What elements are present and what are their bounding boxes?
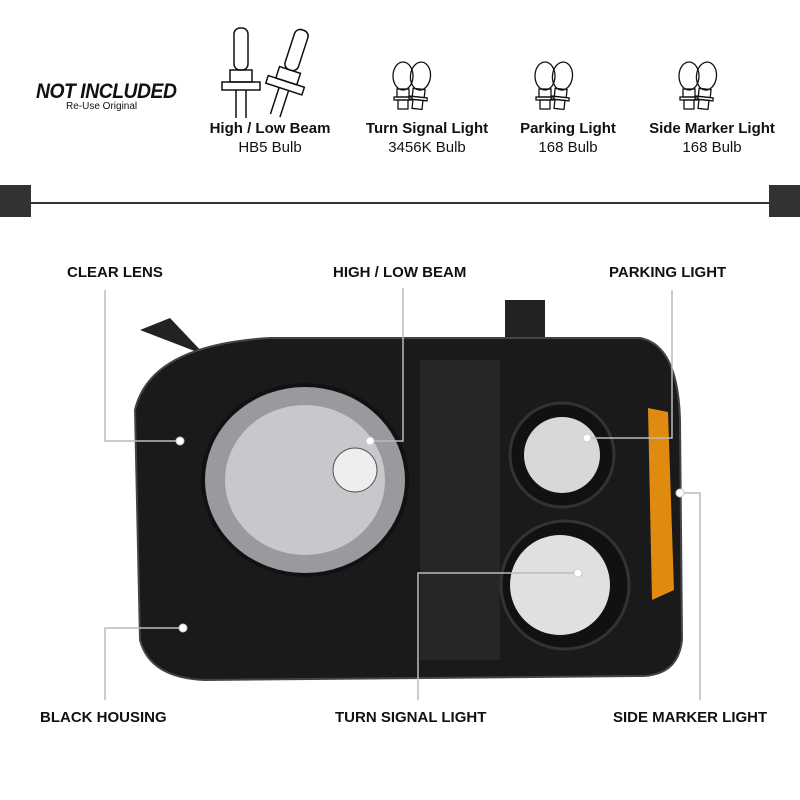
wedge-bulb-icon bbox=[678, 61, 718, 111]
bulb-name: Turn Signal Light bbox=[365, 120, 489, 137]
bulb-spec-turn-signal: Turn Signal Light 3456K Bulb bbox=[342, 120, 512, 156]
callout-clear-lens: CLEAR LENS bbox=[67, 264, 163, 281]
callout-lines bbox=[104, 288, 701, 700]
bulb-type: 168 Bulb bbox=[538, 139, 598, 156]
bulb-type: HB5 Bulb bbox=[238, 139, 302, 156]
callout-parking-light: PARKING LIGHT bbox=[609, 264, 727, 281]
callout-black-housing: BLACK HOUSING bbox=[40, 709, 167, 726]
bulb-name: High / Low Beam bbox=[209, 120, 331, 137]
callout-turn-signal-light: TURN SIGNAL LIGHT bbox=[335, 709, 487, 726]
wedge-bulb-icon bbox=[392, 61, 432, 111]
halogen-bulb-icon bbox=[221, 27, 309, 118]
not-included-subtitle: Re-Use Original bbox=[66, 101, 138, 112]
wedge-bulb-icon bbox=[534, 61, 574, 111]
section-divider bbox=[0, 185, 800, 217]
bulb-spec-side-marker: Side Marker Light 168 Bulb bbox=[627, 120, 797, 156]
headlight-image bbox=[133, 300, 684, 682]
bulb-spec-parking: Parking Light 168 Bulb bbox=[483, 120, 653, 156]
bulb-type: 3456K Bulb bbox=[388, 139, 466, 156]
callout-high-low-beam: HIGH / LOW BEAM bbox=[333, 264, 467, 281]
bulb-spec-high-low-beam: High / Low Beam HB5 Bulb bbox=[185, 120, 355, 156]
bulb-name: Parking Light bbox=[520, 120, 616, 137]
bulb-type: 168 Bulb bbox=[682, 139, 742, 156]
not-included-title: NOT INCLUDED bbox=[36, 80, 177, 103]
bulb-name: Side Marker Light bbox=[649, 120, 775, 137]
callout-dots bbox=[175, 433, 685, 633]
callout-side-marker-light: SIDE MARKER LIGHT bbox=[613, 709, 768, 726]
